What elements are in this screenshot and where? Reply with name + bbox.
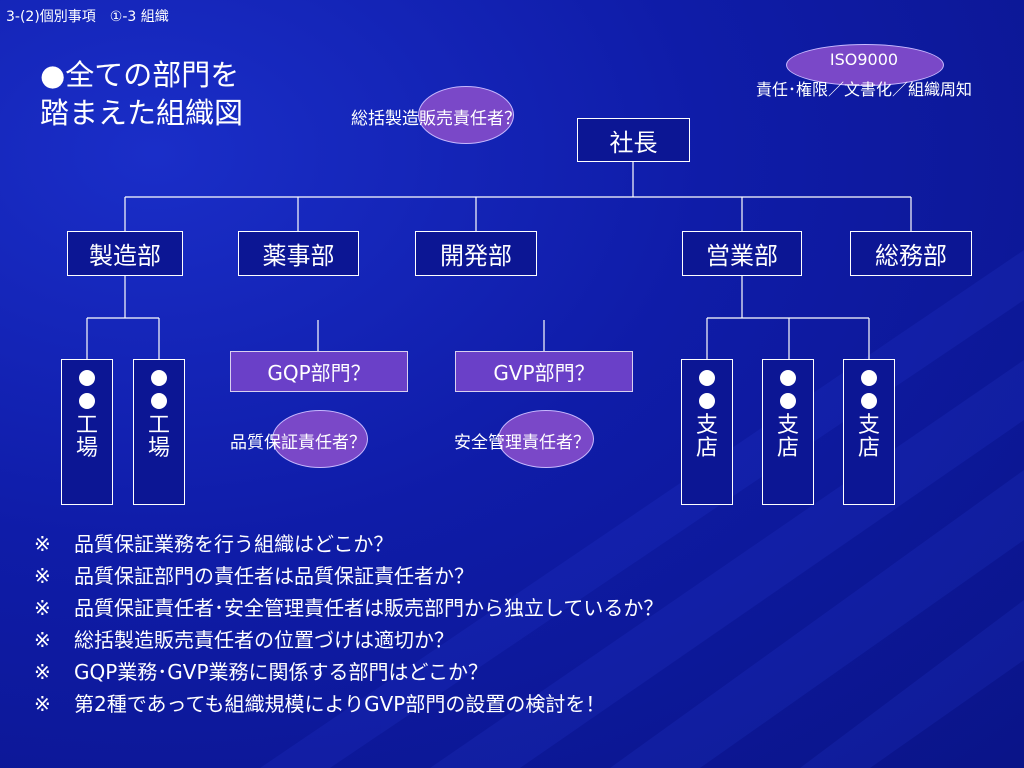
president-note-oval bbox=[418, 86, 514, 144]
gvp-note-oval bbox=[498, 410, 594, 468]
note-marker: ※ bbox=[34, 564, 51, 588]
branch-char: 店 bbox=[776, 436, 799, 461]
iso-caption: 責任･権限／文書化／組織周知 bbox=[755, 80, 972, 99]
dept-manufacturing: 製造部 bbox=[67, 231, 183, 276]
note-marker: ※ bbox=[34, 660, 51, 684]
note-marker: ※ bbox=[34, 532, 51, 556]
bullet-dot bbox=[151, 370, 167, 386]
note-text: 品質保証業務を行う組織はどこか？ bbox=[74, 532, 394, 556]
note-text: 第2種であっても組織規模によりGVP部門の設置の検討を！ bbox=[74, 692, 606, 716]
branch-char: 店 bbox=[695, 436, 718, 461]
notes-list: ※品質保証業務を行う組織はどこか？ ※品質保証部門の責任者は品質保証責任者か？ … bbox=[34, 528, 663, 720]
factory-char: 工 bbox=[75, 413, 98, 438]
note-marker: ※ bbox=[34, 628, 51, 652]
branch-box-1: 支 店 bbox=[681, 359, 733, 505]
iso-badge-oval bbox=[786, 44, 944, 86]
note-item: ※ GQP業務･GVP業務に関係する部門はどこか？ bbox=[34, 656, 663, 688]
branch-char: 支 bbox=[776, 413, 799, 438]
branch-box-2: 支 店 bbox=[762, 359, 814, 505]
title-line-1: ●全ての部門を bbox=[40, 58, 240, 92]
page-title: ●全ての部門を 踏まえた組織図 bbox=[40, 56, 243, 132]
bullet-dot bbox=[699, 370, 715, 386]
branch-box-3: 支 店 bbox=[843, 359, 895, 505]
bullet-dot bbox=[780, 370, 796, 386]
dept-pharma: 薬事部 bbox=[238, 231, 359, 276]
factory-char: 場 bbox=[75, 436, 98, 461]
president-note: 総括製造販売責任者？ bbox=[351, 109, 521, 129]
branch-char: 支 bbox=[857, 413, 880, 438]
gqp-note-oval bbox=[272, 410, 368, 468]
bullet-dot bbox=[151, 393, 167, 409]
bullet-dot bbox=[79, 393, 95, 409]
note-item: ※ 第2種であっても組織規模によりGVP部門の設置の検討を！ bbox=[34, 688, 663, 720]
factory-char: 場 bbox=[147, 436, 170, 461]
note-item: ※ 品質保証業務を行う組織はどこか？ bbox=[34, 528, 663, 560]
bullet-dot bbox=[79, 370, 95, 386]
bullet-dot bbox=[861, 370, 877, 386]
factory-box-1: 工 場 bbox=[61, 359, 113, 505]
note-text: 総括製造販売責任者の位置づけは適切か？ bbox=[74, 628, 454, 652]
note-item: ※ 総括製造販売責任者の位置づけは適切か？ bbox=[34, 624, 663, 656]
gvp-box: GVP部門？ bbox=[455, 351, 633, 392]
branch-char: 支 bbox=[695, 413, 718, 438]
note-marker: ※ bbox=[34, 596, 51, 620]
dept-general: 総務部 bbox=[850, 231, 972, 276]
president-box: 社長 bbox=[577, 118, 690, 162]
bullet-dot bbox=[861, 393, 877, 409]
branch-char: 店 bbox=[857, 436, 880, 461]
dept-development: 開発部 bbox=[415, 231, 537, 276]
dept-sales: 営業部 bbox=[682, 231, 802, 276]
gqp-box: GQP部門？ bbox=[230, 351, 408, 392]
note-item: ※ 品質保証責任者･安全管理責任者は販売部門から独立しているか？ bbox=[34, 592, 663, 624]
title-line-2: 踏まえた組織図 bbox=[40, 96, 244, 130]
note-item: ※ 品質保証部門の責任者は品質保証責任者か？ bbox=[34, 560, 663, 592]
factory-char: 工 bbox=[147, 413, 170, 438]
breadcrumb: 3-(2)個別事項 ①-3 組織 bbox=[6, 9, 169, 25]
note-text: GQP業務･GVP業務に関係する部門はどこか？ bbox=[74, 660, 488, 684]
note-text: 品質保証部門の責任者は品質保証責任者か？ bbox=[74, 564, 474, 588]
note-text: 品質保証責任者･安全管理責任者は販売部門から独立しているか？ bbox=[74, 596, 664, 620]
gqp-note: 品質保証責任者？ bbox=[230, 433, 366, 453]
iso-badge-label: ISO9000 bbox=[829, 50, 899, 69]
bullet-dot bbox=[780, 393, 796, 409]
factory-box-2: 工 場 bbox=[133, 359, 185, 505]
gvp-note: 安全管理責任者？ bbox=[454, 433, 590, 453]
note-marker: ※ bbox=[34, 692, 51, 716]
bullet-dot bbox=[699, 393, 715, 409]
